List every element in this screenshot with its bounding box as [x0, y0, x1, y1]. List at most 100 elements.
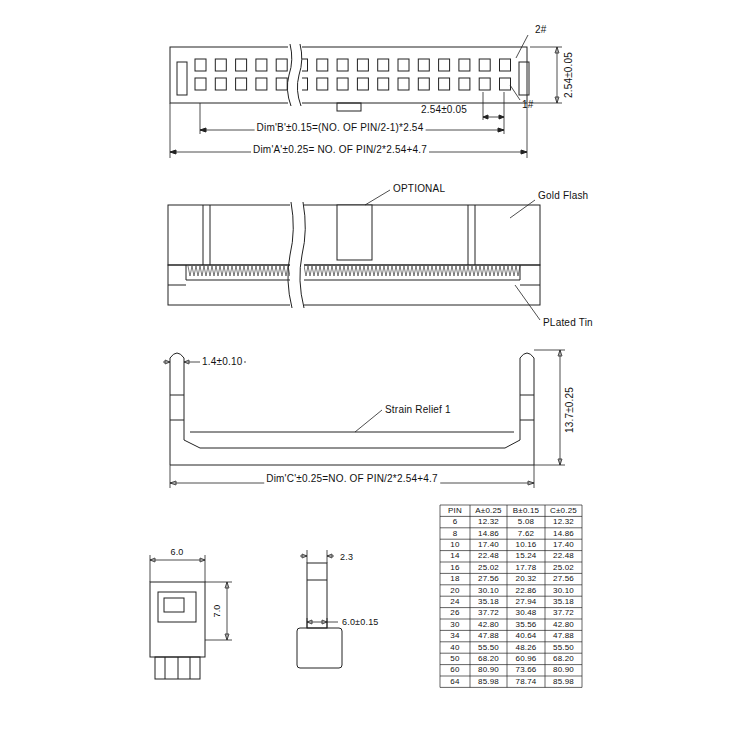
table-cell: 26 [450, 609, 459, 617]
pin-square [459, 59, 470, 71]
pin-square [236, 59, 247, 71]
part-name: PLated Tin [543, 318, 593, 328]
table-line [440, 527, 582, 528]
dimension-formula: Dim'A'±0.25= NO. OF PIN/2*2.54+4.7 [251, 145, 429, 155]
pin-square [479, 59, 490, 71]
optional-bump [337, 205, 372, 260]
end-view-slot [158, 592, 196, 622]
pin-square [357, 59, 368, 71]
table-cell: 8 [453, 530, 458, 538]
pin-square [398, 78, 409, 90]
dimension: 7.0 [213, 602, 222, 619]
break-line [287, 44, 301, 106]
pin-square [418, 78, 429, 90]
table-cell: 73.66 [515, 666, 536, 674]
table-cell: 22.48 [553, 552, 574, 560]
end-view-pin [165, 657, 190, 679]
dimension-formula: Dim'B'±0.15=(NO. OF PIN/2-1)*2.54 [255, 123, 426, 133]
pin-square [215, 59, 226, 71]
dimension-formula: Dim'C'±0.25=NO. OF PIN/2*2.54+4.7 [264, 474, 440, 484]
dimension-line [170, 465, 534, 488]
table-line [440, 573, 582, 574]
end-view-base [155, 657, 200, 679]
leader-line [365, 190, 540, 320]
dimension-line [300, 550, 334, 563]
table-cell: 35.56 [515, 621, 536, 629]
table-cell: 35.18 [553, 598, 574, 606]
pin-square [439, 59, 450, 71]
table-cell: 64 [450, 678, 459, 686]
leader-line [510, 35, 528, 100]
table-cell: 7.62 [518, 530, 534, 538]
header-body [170, 47, 527, 103]
table-cell: 17.40 [553, 541, 574, 549]
table-cell: 27.94 [515, 598, 536, 606]
pin-square [317, 78, 328, 90]
table-line [440, 619, 582, 620]
table-cell: 12.32 [553, 518, 574, 526]
dimension-line [205, 582, 232, 640]
table-cell: 5.08 [518, 518, 534, 526]
table-cell: 80.90 [553, 666, 574, 674]
dimension-line [534, 350, 565, 465]
latch-detail [307, 580, 327, 581]
table-cell: 30 [450, 621, 459, 629]
table-cell: 47.88 [553, 632, 574, 640]
table-cell: 42.80 [553, 621, 574, 629]
rib-line [203, 205, 475, 265]
front-profile [170, 353, 534, 465]
dimension-line [150, 555, 205, 582]
table-cell: 27.56 [478, 575, 499, 583]
dimension: 2.54±0.05 [564, 50, 574, 100]
table-cell: 35.18 [478, 598, 499, 606]
table-cell: 25.02 [478, 564, 499, 572]
table-cell: 47.88 [478, 632, 499, 640]
table-cell: 85.98 [478, 678, 499, 686]
side-lower [168, 265, 540, 305]
table-cell: 34 [450, 632, 459, 640]
pin-square [337, 78, 348, 90]
dimension: 6.0 [170, 548, 183, 557]
table-cell: 27.56 [553, 575, 574, 583]
table-line [440, 584, 582, 585]
table-line [440, 687, 582, 688]
table-cell: 37.72 [553, 609, 574, 617]
break-gap [288, 44, 302, 106]
part-name: Gold Flash [538, 191, 588, 201]
pin-square [215, 78, 226, 90]
table-cell: 30.48 [515, 609, 536, 617]
front-detail [170, 395, 534, 432]
table-line [440, 596, 582, 597]
table-cell: 14.86 [478, 530, 499, 538]
table-cell: 30.10 [553, 587, 574, 595]
pin-square [276, 78, 287, 90]
pin-square [357, 78, 368, 90]
pin-square [256, 78, 267, 90]
arrowhead [170, 115, 527, 154]
table-cell: 14 [450, 552, 459, 560]
table-cell: 50 [450, 655, 459, 663]
table-line [440, 641, 582, 642]
table-header: PIN [448, 507, 462, 515]
pin-square [195, 59, 206, 71]
dimension: 6.0±0.15 [340, 618, 381, 627]
contact-tooth [188, 266, 520, 276]
table-line [440, 516, 582, 517]
dimension: 13.7±0.25 [565, 385, 575, 435]
table-cell: 40.64 [515, 632, 536, 640]
table-cell: 55.50 [553, 644, 574, 652]
table-cell: 55.50 [478, 644, 499, 652]
table-header: B±0.15 [513, 507, 540, 515]
table-cell: 25.02 [553, 564, 574, 572]
table-line [440, 676, 582, 677]
table-cell: 60.96 [515, 655, 536, 663]
pin-square [500, 59, 511, 71]
table-cell: 30.10 [478, 587, 499, 595]
table-cell: 14.86 [553, 530, 574, 538]
table-cell: 17.40 [478, 541, 499, 549]
table-cell: 24 [450, 598, 459, 606]
table-cell: 16 [450, 564, 459, 572]
pin-square [317, 59, 328, 71]
table-cell: 48.26 [515, 644, 536, 652]
